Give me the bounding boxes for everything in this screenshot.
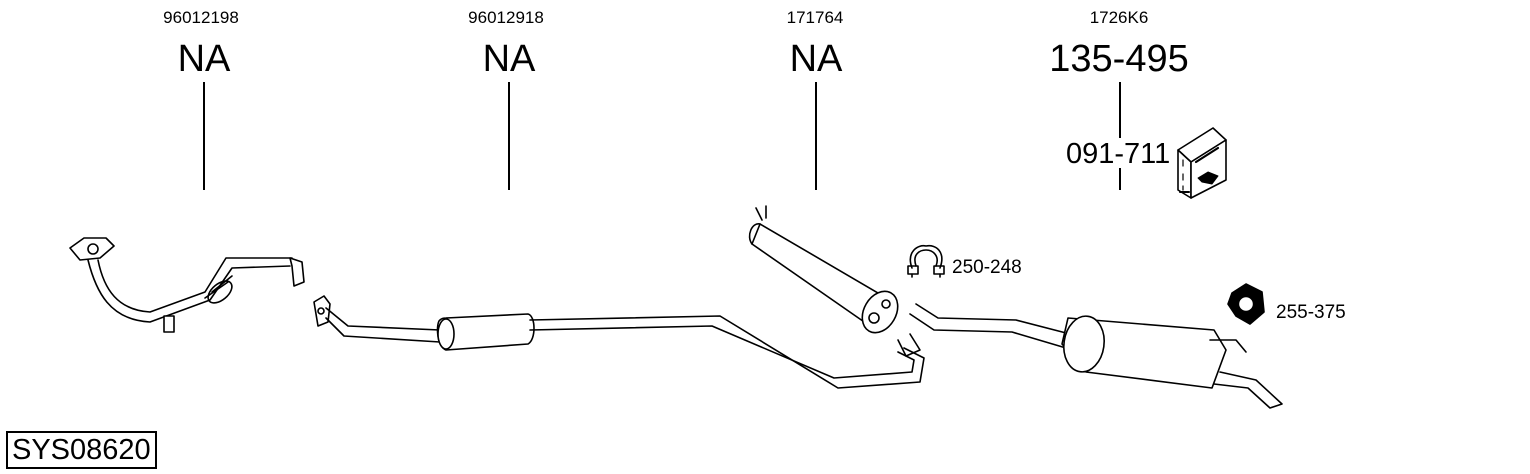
part-number-2[interactable]: NA: [482, 38, 536, 80]
leader-line-4a: [1119, 82, 1121, 138]
pipe-clamp-icon[interactable]: [907, 244, 945, 278]
oem-number-4: 1726K6: [1089, 8, 1149, 27]
rear-silencer-part[interactable]: [909, 303, 1283, 409]
system-code-box: SYS08620: [6, 431, 157, 469]
oem-number-3: 171764: [786, 8, 844, 27]
gasket-part-number[interactable]: 255-375: [1276, 302, 1346, 323]
leader-line-3: [815, 82, 817, 190]
front-pipe-part[interactable]: [69, 237, 305, 333]
leader-line-1: [203, 82, 205, 190]
front-silencer-part[interactable]: [748, 205, 905, 339]
part-number-4[interactable]: 135-495: [1049, 38, 1189, 80]
oem-number-1: 96012198: [163, 8, 239, 27]
clamp-part-number[interactable]: 250-248: [952, 257, 1022, 278]
gasket-icon[interactable]: [1227, 283, 1265, 325]
middle-silencer-part[interactable]: [313, 295, 925, 389]
leader-line-4b: [1119, 168, 1121, 190]
mounting-kit-box-icon[interactable]: [1177, 127, 1227, 199]
leader-line-2: [508, 82, 510, 190]
part-number-1[interactable]: NA: [177, 38, 231, 80]
part-number-3[interactable]: NA: [789, 38, 843, 80]
oem-number-2: 96012918: [468, 8, 544, 27]
kit-part-number[interactable]: 091-711: [1066, 138, 1171, 170]
